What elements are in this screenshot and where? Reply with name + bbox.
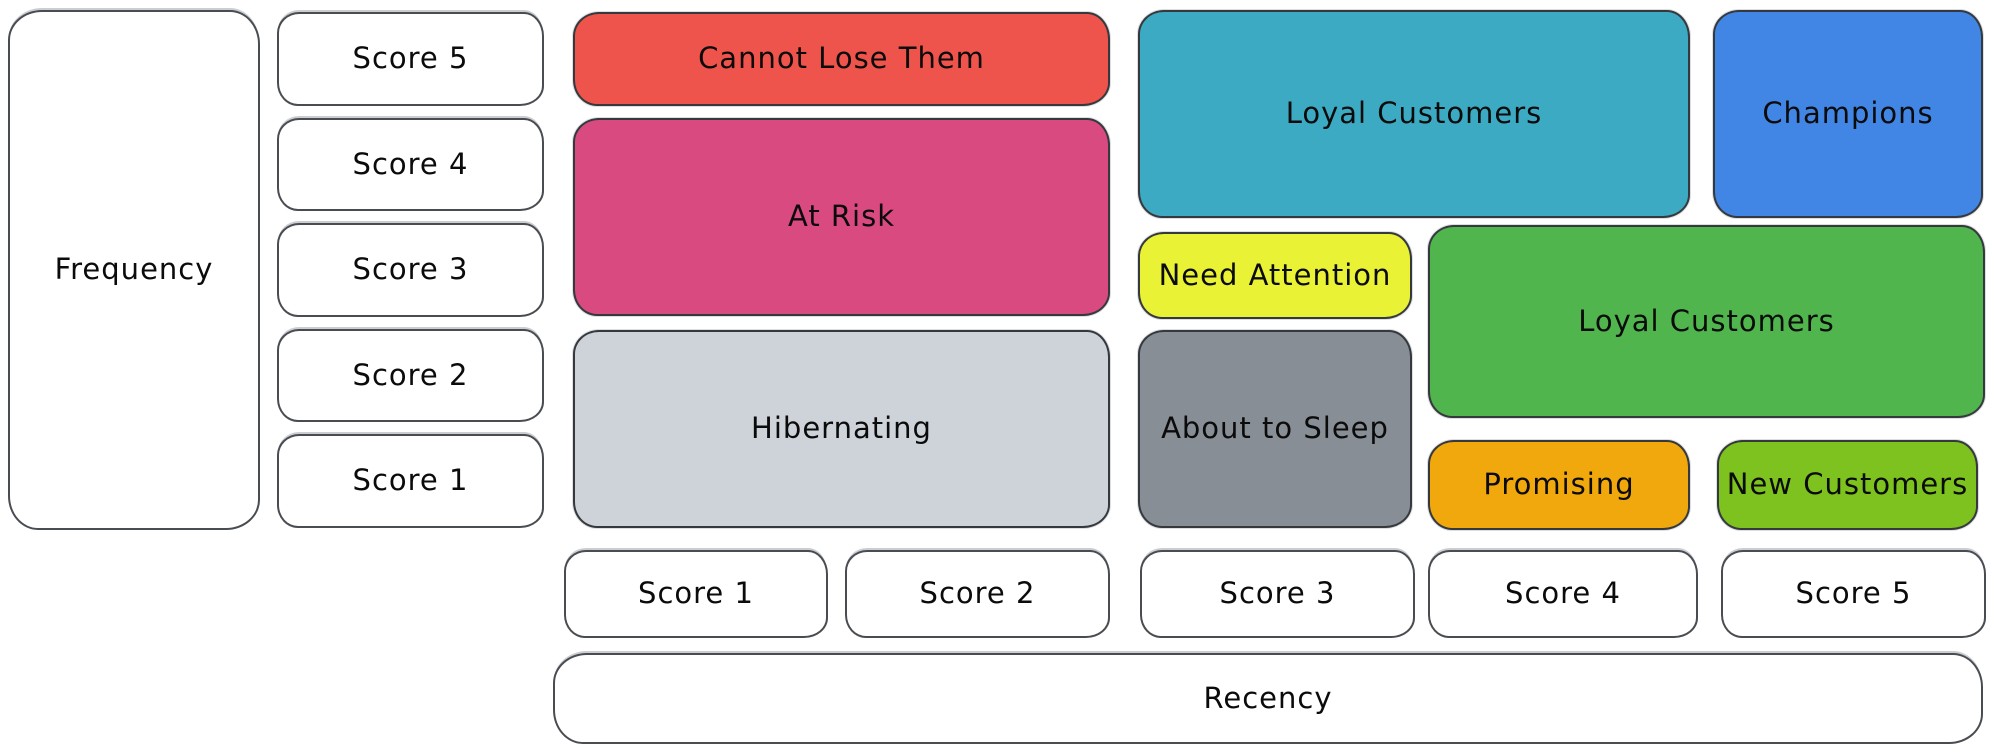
recency-score-label: Score 4 bbox=[1505, 576, 1621, 611]
segment-label: Cannot Lose Them bbox=[698, 41, 985, 76]
frequency-score-label: Score 4 bbox=[352, 146, 469, 181]
frequency-axis-box: Frequency bbox=[8, 10, 260, 530]
segment-label: Loyal Customers bbox=[1578, 303, 1835, 338]
recency-axis-box: Recency bbox=[553, 653, 1983, 744]
segment-label: Need Attention bbox=[1158, 257, 1392, 292]
segment-label: New Customers bbox=[1726, 467, 1969, 502]
segment-champions: Champions bbox=[1713, 10, 1983, 218]
frequency-score-box-1: Score 1 bbox=[277, 434, 544, 528]
frequency-score-box-3: Score 3 bbox=[277, 223, 544, 317]
segment-label: Hibernating bbox=[751, 411, 932, 446]
recency-score-label: Score 2 bbox=[919, 576, 1036, 611]
frequency-score-label: Score 3 bbox=[352, 252, 469, 287]
recency-score-box-4: Score 4 bbox=[1428, 550, 1698, 638]
segment-new-customers: New Customers bbox=[1717, 440, 1978, 530]
frequency-score-label: Score 5 bbox=[352, 41, 469, 76]
segment-label: Champions bbox=[1762, 96, 1934, 131]
segment-label: Loyal Customers bbox=[1285, 96, 1543, 131]
frequency-score-label: Score 2 bbox=[352, 357, 469, 392]
segment-label: About to Sleep bbox=[1161, 411, 1389, 446]
frequency-score-box-2: Score 2 bbox=[277, 329, 544, 422]
frequency-score-label: Score 1 bbox=[352, 463, 469, 498]
recency-score-label: Score 3 bbox=[1219, 576, 1336, 611]
recency-score-box-5: Score 5 bbox=[1721, 550, 1986, 638]
segment-cannot-lose-them: Cannot Lose Them bbox=[573, 12, 1110, 106]
frequency-score-box-5: Score 5 bbox=[277, 12, 544, 106]
recency-score-box-2: Score 2 bbox=[845, 550, 1110, 638]
segment-need-attention: Need Attention bbox=[1138, 232, 1412, 319]
recency-score-box-1: Score 1 bbox=[564, 550, 828, 638]
segment-at-risk: At Risk bbox=[573, 118, 1110, 316]
recency-score-label: Score 1 bbox=[638, 576, 754, 611]
recency-score-box-3: Score 3 bbox=[1140, 550, 1415, 638]
segment-loyal-customers-right: Loyal Customers bbox=[1428, 225, 1985, 418]
segment-label: Promising bbox=[1483, 467, 1635, 502]
segment-about-to-sleep: About to Sleep bbox=[1138, 330, 1412, 528]
recency-axis-label: Recency bbox=[1203, 680, 1333, 715]
recency-score-label: Score 5 bbox=[1795, 576, 1912, 611]
segment-promising: Promising bbox=[1428, 440, 1690, 530]
frequency-score-box-4: Score 4 bbox=[277, 118, 544, 211]
segment-hibernating: Hibernating bbox=[573, 330, 1110, 528]
segment-label: At Risk bbox=[787, 199, 896, 234]
segment-loyal-customers-top: Loyal Customers bbox=[1138, 10, 1690, 218]
frequency-axis-label: Frequency bbox=[54, 252, 214, 287]
